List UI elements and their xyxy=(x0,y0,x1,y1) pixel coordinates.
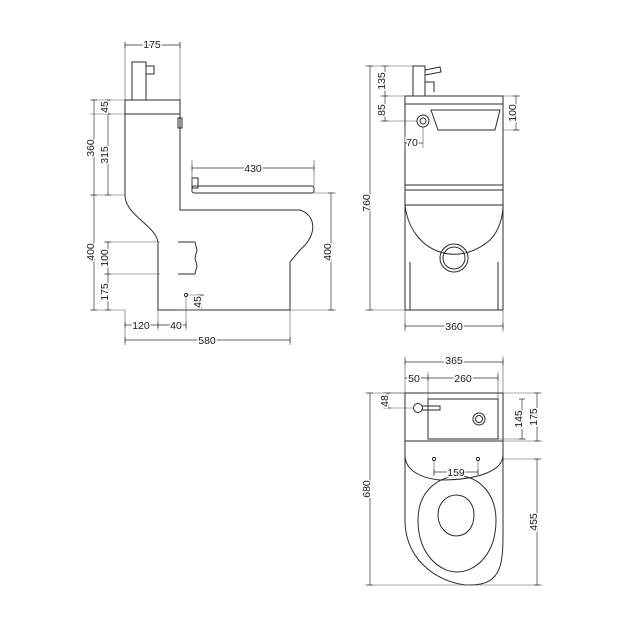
dim-side-base-setback: 120 xyxy=(132,320,150,332)
dim-side-overall-depth: 580 xyxy=(198,335,216,347)
front-waste-ring-inner xyxy=(419,117,427,125)
dim-line-400-left xyxy=(91,195,97,311)
dim-line-159 xyxy=(433,469,479,475)
dim-front-waste-offset: 70 xyxy=(406,137,418,149)
plan-bowl-inner xyxy=(437,494,475,537)
side-basin-top xyxy=(124,99,181,115)
plan-fixing-left xyxy=(431,456,437,462)
side-view: 175 360 45 315 400 100 175 45 430 400 12… xyxy=(84,38,336,349)
plan-cistern-top xyxy=(404,392,504,442)
dim-side-tap-height: 45 xyxy=(99,101,111,113)
dim-front-tap-height: 135 xyxy=(376,72,388,90)
dim-line-360-front xyxy=(404,323,504,329)
dim-plan-basin-width: 260 xyxy=(454,373,472,385)
dim-line-175-side xyxy=(124,42,181,48)
front-tap-spout xyxy=(425,81,435,92)
dim-line-680 xyxy=(367,392,373,586)
side-cistern xyxy=(124,114,178,311)
dim-line-315 xyxy=(105,114,111,196)
dim-side-pan-height-right: 400 xyxy=(322,243,334,261)
side-waste-outlet xyxy=(178,241,198,275)
dim-line-580 xyxy=(124,337,291,343)
dim-line-455 xyxy=(534,458,540,586)
dim-plan-fixing-centres: 159 xyxy=(447,467,465,479)
plan-basin-waste-inner xyxy=(475,415,483,423)
dim-side-base-gap: 40 xyxy=(170,320,182,332)
dim-line-145 xyxy=(519,398,525,440)
dim-side-pan-height-left: 400 xyxy=(85,243,97,261)
side-seat xyxy=(191,185,315,194)
dim-front-basin-depth: 100 xyxy=(507,104,519,122)
dim-side-seat-depth: 430 xyxy=(244,163,262,175)
front-view: 135 85 100 70 760 360 xyxy=(360,65,521,335)
dim-line-175-plan xyxy=(534,392,540,442)
dim-side-outlet-offset: 45 xyxy=(192,296,204,308)
front-waste-ring-outer xyxy=(416,114,430,128)
plan-seat-outer xyxy=(417,475,497,573)
dim-plan-overall-length: 680 xyxy=(361,480,373,498)
side-tap xyxy=(131,61,147,101)
dim-front-overall-width: 360 xyxy=(445,321,463,333)
dim-plan-basin-length: 145 xyxy=(513,410,525,428)
front-seat-line xyxy=(405,184,503,191)
dim-plan-left-offset: 50 xyxy=(408,373,420,385)
dim-line-175-outlet xyxy=(105,274,111,311)
front-tap-lever xyxy=(424,66,442,76)
dim-line-40 xyxy=(158,322,187,328)
dim-line-100-basin xyxy=(513,95,519,131)
plan-view: 365 50 260 48 145 175 159 680 455 xyxy=(360,354,542,586)
plan-tap-spout xyxy=(422,405,441,411)
dim-line-760 xyxy=(367,65,373,311)
front-pan-bowl xyxy=(404,204,504,255)
dim-plan-cistern-length: 175 xyxy=(528,408,540,426)
plan-tap xyxy=(413,403,423,413)
plan-pan-outline xyxy=(404,441,504,586)
front-basin-rim xyxy=(404,95,504,105)
dim-line-85 xyxy=(382,96,388,122)
dim-side-cistern-height: 360 xyxy=(85,139,97,157)
front-tap-body xyxy=(412,65,426,97)
front-outlet-outer xyxy=(439,243,469,273)
dim-line-430 xyxy=(191,165,315,171)
plan-basin xyxy=(427,398,499,440)
dim-line-400-right xyxy=(328,192,334,311)
front-outlet-inner xyxy=(442,246,466,270)
dim-plan-pan-length: 455 xyxy=(528,513,540,531)
front-basin-bowl xyxy=(430,109,501,131)
dim-line-260 xyxy=(428,375,499,381)
plan-fixing-right xyxy=(475,456,481,462)
dim-side-outlet-height: 175 xyxy=(99,283,111,301)
front-pedestal xyxy=(409,262,499,310)
front-body xyxy=(404,103,504,311)
dim-side-tap-width: 175 xyxy=(143,39,161,51)
dim-line-45-outlet xyxy=(198,294,204,311)
side-pan-bowl xyxy=(178,193,314,311)
plan-basin-waste-outer xyxy=(472,412,486,426)
dim-plan-tap-offset: 48 xyxy=(379,395,391,407)
side-tap-lever xyxy=(146,65,155,75)
dim-plan-overall-width: 365 xyxy=(445,355,463,367)
dim-side-waste-height: 100 xyxy=(99,249,111,267)
side-flush-button xyxy=(177,117,183,129)
dim-side-cistern-inner: 315 xyxy=(99,146,111,164)
dim-front-overall-height: 760 xyxy=(361,194,373,212)
dim-line-365 xyxy=(404,359,504,365)
dim-front-basin-offset: 85 xyxy=(376,104,388,116)
